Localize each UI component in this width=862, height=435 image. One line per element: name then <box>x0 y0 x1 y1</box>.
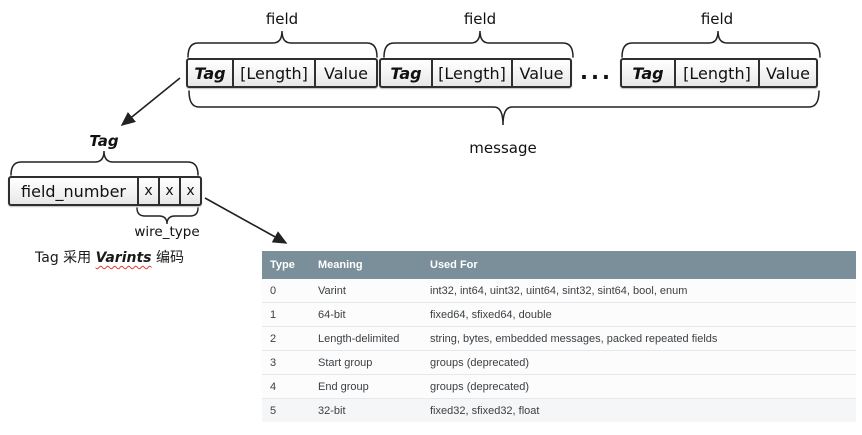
field-label-1: field <box>265 10 299 28</box>
tag-section-label: Tag <box>89 132 119 150</box>
table-cell: End group <box>310 374 422 399</box>
wire-type-bit-cell: x <box>158 178 179 204</box>
field-brace-1 <box>187 30 378 58</box>
table-header-row: Type Meaning Used For <box>262 251 856 279</box>
table-cell: 32-bit <box>310 398 422 422</box>
varints-note: Tag 采用 Varints 编码 <box>35 247 184 267</box>
table-cell: 64-bit <box>310 302 422 327</box>
field-group-1: Tag [Length] Value <box>186 58 378 88</box>
field-label-2: field <box>463 10 497 28</box>
table-cell: fixed64, sfixed64, double <box>422 302 856 327</box>
column-header-used-for: Used For <box>422 251 856 279</box>
table-cell: 1 <box>262 302 310 327</box>
length-cell: [Length] <box>232 60 314 86</box>
table-cell: groups (deprecated) <box>422 350 856 375</box>
wire-type-bit-cell: x <box>137 178 158 204</box>
note-prefix: Tag 采用 <box>35 250 96 266</box>
tag-structure-box: field_number x x x <box>8 176 202 206</box>
column-header-meaning: Meaning <box>310 251 422 279</box>
tag-cell: Tag <box>632 63 664 83</box>
field-brace-2 <box>383 30 574 58</box>
arrow-tag-to-tagbox <box>120 77 181 127</box>
table-cell: 2 <box>262 326 310 351</box>
table-cell: Start group <box>310 350 422 375</box>
table-cell: 0 <box>262 279 310 303</box>
table-cell: fixed32, sfixed32, float <box>422 398 856 422</box>
wire-type-label: wire_type <box>134 224 200 240</box>
table-cell: 4 <box>262 374 310 399</box>
field-group-2: Tag [Length] Value <box>379 58 572 88</box>
field-label-3: field <box>700 10 734 28</box>
field-group-3: Tag [Length] Value <box>620 58 818 88</box>
wire-type-bit-cell: x <box>179 178 200 204</box>
value-cell: Value <box>314 60 376 86</box>
wire-type-brace <box>136 207 199 225</box>
length-cell: [Length] <box>431 60 511 86</box>
table-cell: Varint <box>310 279 422 303</box>
table-cell: Length-delimited <box>310 326 422 351</box>
message-brace <box>188 90 820 126</box>
value-cell: Value <box>511 60 570 86</box>
tag-cell: Tag <box>194 63 226 83</box>
table-cell: groups (deprecated) <box>422 374 856 399</box>
table-cell: string, bytes, embedded messages, packed… <box>422 326 856 351</box>
field-brace-3 <box>621 30 821 58</box>
note-suffix: 编码 <box>151 250 184 266</box>
field-number-cell: field_number <box>21 181 126 201</box>
fields-ellipsis: ... <box>580 60 613 84</box>
arrow-wiretype-to-table <box>204 197 288 244</box>
table-cell: 5 <box>262 398 310 422</box>
value-cell: Value <box>758 60 816 86</box>
tag-brace <box>10 150 199 176</box>
message-label: message <box>469 139 537 157</box>
note-varints: Varints <box>95 250 152 266</box>
table-cell: 3 <box>262 350 310 375</box>
column-header-type: Type <box>262 251 310 279</box>
table-cell: int32, int64, uint32, uint64, sint32, si… <box>422 279 856 303</box>
tag-cell: Tag <box>390 63 422 83</box>
length-cell: [Length] <box>674 60 758 86</box>
